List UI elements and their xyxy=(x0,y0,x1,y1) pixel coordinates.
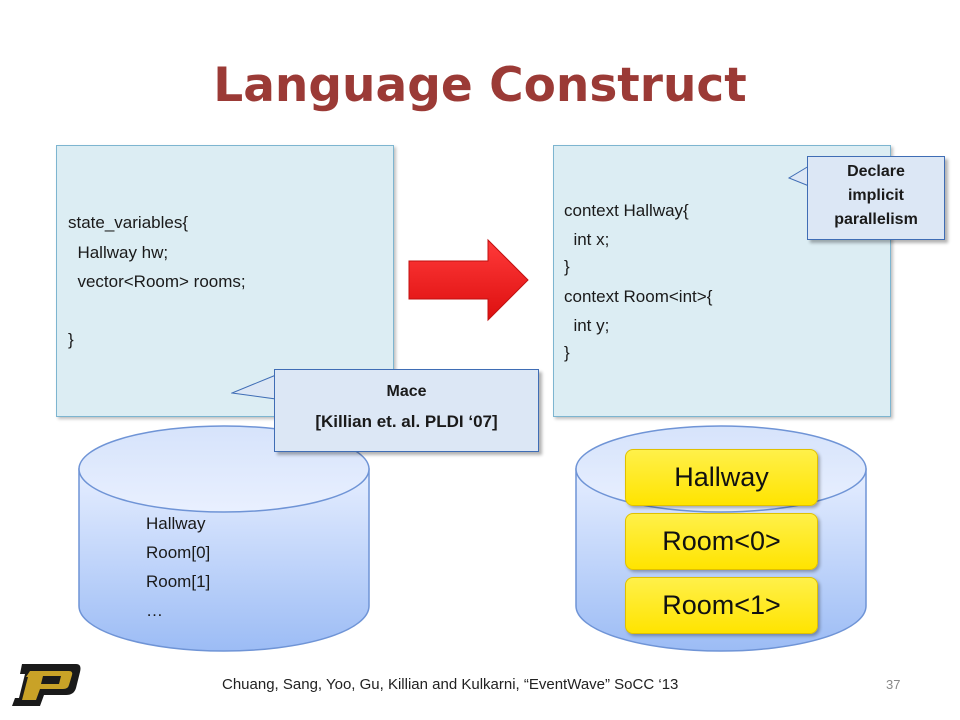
purdue-p-logo xyxy=(12,664,81,706)
callout-line: implicit xyxy=(847,187,904,204)
left-database-cylinder xyxy=(78,425,370,652)
context-code-box: context Hallway{ int x; } context Room<i… xyxy=(553,145,891,417)
code-line: } xyxy=(564,257,570,276)
callout-line: parallelism xyxy=(834,211,918,228)
code-line: } xyxy=(564,343,570,362)
hallway-context-pill: Hallway xyxy=(625,449,818,506)
callout-line: Declare xyxy=(847,163,905,180)
declare-parallelism-callout: Declare implicit parallelism xyxy=(807,156,945,240)
code-line: Hallway hw; xyxy=(68,243,169,262)
room0-context-pill: Room<0> xyxy=(625,513,818,570)
room1-context-pill: Room<1> xyxy=(625,577,818,634)
code-line: } xyxy=(68,330,74,349)
code-line: context Hallway{ xyxy=(564,201,689,220)
db-item: Room[1] xyxy=(146,572,211,591)
mace-callout: Mace [Killian et. al. PLDI ‘07] xyxy=(274,369,539,452)
right-arrow-icon xyxy=(408,238,529,322)
db-item: … xyxy=(146,601,163,620)
state-variables-code-box: state_variables{ Hallway hw; vector<Room… xyxy=(56,145,394,417)
page-number: 37 xyxy=(886,677,901,692)
code-line: vector<Room> rooms; xyxy=(68,272,246,291)
db-item: Hallway xyxy=(146,514,206,533)
mace-callout-citation: [Killian et. al. PLDI ‘07] xyxy=(315,412,498,431)
slide-footer-citation: Chuang, Sang, Yoo, Gu, Killian and Kulka… xyxy=(222,676,679,693)
db-item: Room[0] xyxy=(146,543,211,562)
code-line: state_variables{ xyxy=(68,213,189,232)
code-line: int x; xyxy=(564,230,610,249)
slide-title: Language Construct xyxy=(213,58,747,113)
code-line: int y; xyxy=(564,316,610,335)
code-line: context Room<int>{ xyxy=(564,287,713,306)
mace-callout-title: Mace xyxy=(386,383,427,400)
